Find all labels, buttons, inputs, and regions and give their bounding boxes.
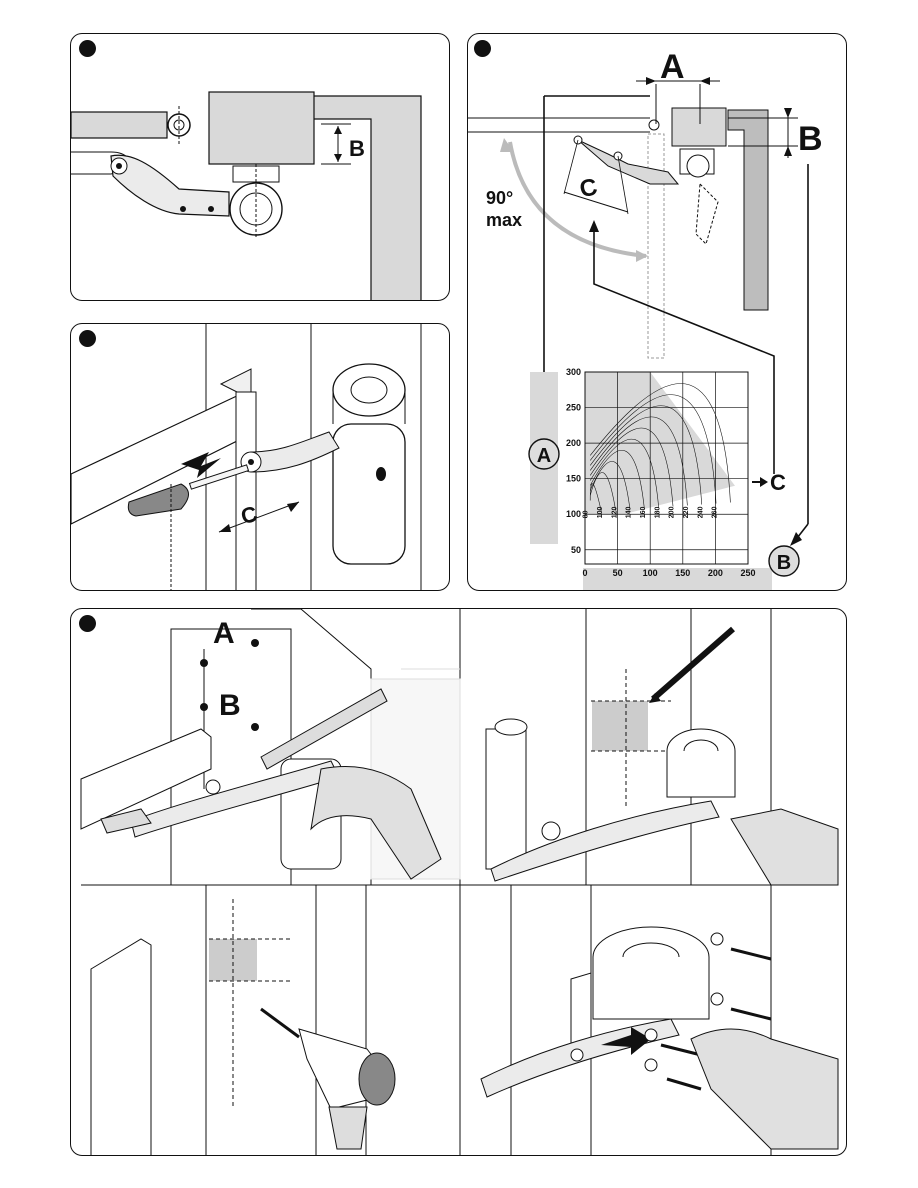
curve-180 xyxy=(589,427,674,507)
label-b: B xyxy=(349,136,365,161)
y-tick-label: 50 xyxy=(571,545,581,555)
curve-label: 200 xyxy=(669,506,676,518)
curve-label: 240 xyxy=(697,506,704,518)
curve-240 xyxy=(589,394,717,504)
label-a-mount: A xyxy=(213,617,235,650)
figure-panel-1: B xyxy=(70,33,450,301)
curve-label: 140 xyxy=(626,506,633,518)
y-tick-label: 100 xyxy=(566,509,581,519)
label-c: C xyxy=(238,501,260,529)
x-tick-label: 250 xyxy=(740,568,755,578)
label-b-mount: B xyxy=(219,689,241,722)
top-view-diagram: B xyxy=(71,91,422,300)
y-tick-label: 300 xyxy=(566,367,581,377)
step-marker xyxy=(79,615,96,632)
subpanel-fix xyxy=(480,885,839,1155)
y-axis-marker-circle xyxy=(528,438,560,470)
curve-120 xyxy=(589,461,631,510)
label-b-large: B xyxy=(798,120,823,158)
label-angle-unit: max xyxy=(486,210,522,230)
curve-260 xyxy=(589,383,731,503)
curve-220 xyxy=(589,405,703,505)
label-a: A xyxy=(660,48,685,86)
step-marker xyxy=(79,40,96,57)
y-tick-label: 150 xyxy=(566,474,581,484)
mounting-sequence-diagram: A B xyxy=(80,609,839,1155)
curve-label: 160 xyxy=(640,506,647,518)
plot-frame xyxy=(584,371,749,565)
subpanel-measure: A B xyxy=(80,609,461,886)
x-tick-label: 150 xyxy=(675,568,690,578)
curve-140 xyxy=(589,450,645,509)
y-tick-label: 200 xyxy=(566,438,581,448)
curves-marker: C xyxy=(770,470,786,495)
figure-panel-2: C xyxy=(70,323,450,591)
label-c-large: C xyxy=(577,173,600,203)
x-tick-label: 200 xyxy=(708,568,723,578)
label-angle-value: 90° xyxy=(486,188,513,208)
step-marker xyxy=(474,40,491,57)
y-axis-marker: A xyxy=(537,445,551,467)
x-axis-band xyxy=(583,568,772,590)
curve-label: 120 xyxy=(611,506,618,518)
installation-geometry-diagram: 90° max A B C xyxy=(468,48,823,546)
curve-label: 260 xyxy=(712,506,719,518)
curve-100 xyxy=(589,472,616,511)
curve-200 xyxy=(589,416,688,506)
arm-measure-diagram: C xyxy=(71,324,422,590)
subpanel-mark xyxy=(485,609,839,886)
x-tick-label: 0 xyxy=(582,568,587,578)
figure-panel-3: 90° max A B C 80 xyxy=(467,33,847,591)
curves-marker-arrowhead xyxy=(760,477,768,487)
x-tick-label: 100 xyxy=(643,568,658,578)
x-axis-marker: B xyxy=(777,552,791,574)
y-tick-label: 250 xyxy=(566,403,581,413)
figure-panel-4: A B xyxy=(70,608,847,1156)
curve-label: 220 xyxy=(683,506,690,518)
curve-label: 180 xyxy=(654,506,661,518)
x-axis-marker-circle xyxy=(768,545,800,577)
curve-label: 100 xyxy=(597,506,604,518)
x-tick-label: 50 xyxy=(613,568,623,578)
curve-label: 80 xyxy=(583,510,590,518)
step-marker xyxy=(79,330,96,347)
curve-160 xyxy=(589,438,659,508)
subpanel-drill xyxy=(90,885,396,1155)
